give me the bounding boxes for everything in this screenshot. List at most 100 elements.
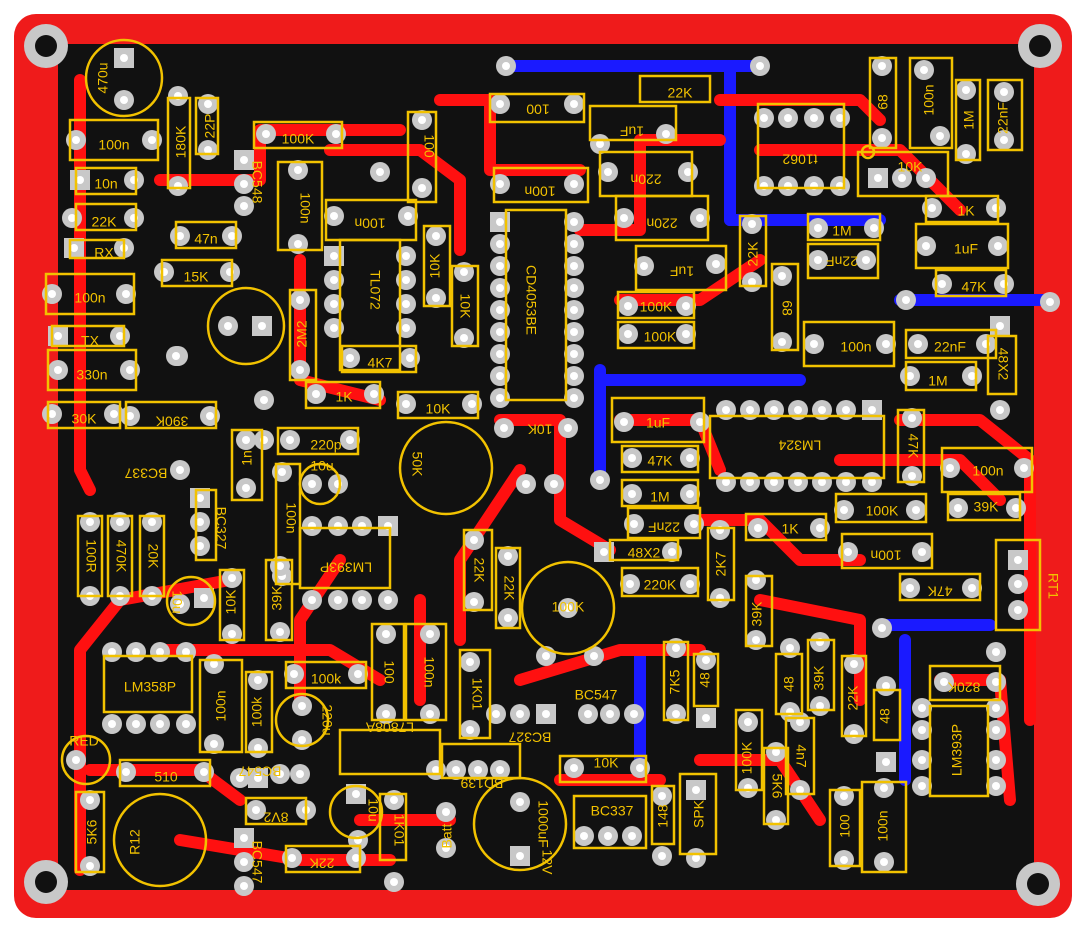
drill-hole-15 [240,180,248,188]
label-conn-TX: TX [81,333,100,349]
label-res-100k-a: 100k [249,696,265,727]
label-cap-22P: 22P [202,114,218,139]
drill-hole-52 [460,334,468,342]
drill-hole-61 [496,306,504,314]
label-res-10K-d: 10K [527,421,553,437]
drill-hole-171 [390,878,398,886]
drill-hole-183 [442,808,450,816]
drill-hole-58 [496,240,504,248]
drill-hole-274 [628,454,636,462]
drill-hole-299 [672,644,680,652]
label-res-22K-g: 22K [845,685,861,711]
drill-hole-219 [778,272,786,280]
label-cap-100n-c: 100n [74,290,105,306]
drill-hole-119 [276,562,284,570]
drill-hole-128 [132,720,140,728]
drill-hole-276 [628,490,636,498]
drill-hole-115 [358,596,366,604]
drill-hole-227 [878,62,886,70]
label-res-22K-d: 22K [501,576,517,602]
drill-hole-317 [992,756,1000,764]
drill-hole-138 [298,736,306,744]
drill-hole-68 [570,262,578,270]
drill-hole-206 [682,302,690,310]
drill-hole-327 [796,718,804,726]
label-zener-8V2: 8V2 [263,809,288,825]
drill-hole-88 [242,484,250,492]
label-res-1K-a: 1K [335,389,353,405]
drill-hole-122 [200,594,208,602]
drill-hole-234 [1000,136,1008,144]
label-res-1K5: 1K01 [469,678,485,711]
drill-hole-182 [442,844,450,852]
drill-hole-159 [276,770,284,778]
drill-hole-124 [132,648,140,656]
drill-hole-168 [352,790,360,798]
drill-hole-196 [756,62,764,70]
drill-hole-265 [868,478,876,486]
drill-hole-132 [210,740,218,748]
drill-hole-155 [86,796,94,804]
drill-hole-135 [290,670,298,678]
drill-hole-288 [840,506,848,514]
drill-hole-51 [460,268,468,276]
drill-hole-222 [870,224,878,232]
drill-hole-176 [492,710,500,718]
label-cap-100n-f: 100n [283,502,299,533]
drill-hole-186 [570,764,578,772]
drill-hole-241 [994,242,1002,250]
label-res-47K-d: 47K [927,583,953,599]
drill-hole-309 [882,682,890,690]
label-conn-RX: RX [94,245,114,261]
drill-hole-192 [658,852,666,860]
label-conn-Batt: Batt [439,823,455,848]
label-therm-RT1: RT1 [1045,573,1061,599]
drill-hole-65 [496,394,504,402]
label-res-1K01: 1K01 [391,814,407,847]
drill-hole-151 [564,604,572,612]
drill-hole-275 [686,454,694,462]
label-cap-330n: 330n [76,367,107,383]
drill-hole-49 [432,232,440,240]
drill-hole-252 [722,406,730,414]
drill-hole-255 [794,406,802,414]
drill-hole-50 [432,294,440,302]
drill-hole-8 [70,244,78,252]
label-tr-BC547-c: BC547 [249,841,265,884]
drill-hole-120 [276,628,284,636]
drill-hole-39 [330,276,338,284]
drill-hole-100 [196,542,204,550]
drill-hole-298 [752,636,760,644]
drill-hole-91 [500,424,508,432]
drill-hole-268 [946,464,954,472]
drill-hole-280 [600,548,608,556]
drill-hole-262 [794,478,802,486]
drill-hole-251 [1046,298,1054,306]
label-res-100K-b: 100K [640,299,673,315]
drill-hole-180 [606,710,614,718]
drill-hole-71 [570,328,578,336]
drill-hole-74 [570,394,578,402]
label-cap-100n-d: 100n [354,215,385,231]
drill-hole-271 [1012,504,1020,512]
drill-hole-125 [156,648,164,656]
label-cap-100n-l: 100n [870,547,901,563]
drill-hole-143 [466,658,474,666]
drill-hole-205 [624,302,632,310]
drill-hole-83 [402,400,410,408]
drill-hole-238 [928,204,936,212]
drill-hole-240 [922,242,930,250]
drill-hole-3 [148,136,156,144]
drill-hole-18 [332,130,340,138]
drill-hole-236 [898,174,906,182]
drill-hole-261 [770,478,778,486]
drill-hole-260 [746,478,754,486]
drill-hole-190 [628,832,636,840]
drill-hole-29 [48,410,56,418]
drill-hole-201 [620,214,628,222]
drill-hole-303 [786,644,794,652]
drill-hole-77 [296,296,304,304]
label-res-1M-a: 1M [832,223,851,239]
label-res-39K-a: 39K [269,585,285,611]
label-cap-220n-b: 220n [646,215,677,231]
